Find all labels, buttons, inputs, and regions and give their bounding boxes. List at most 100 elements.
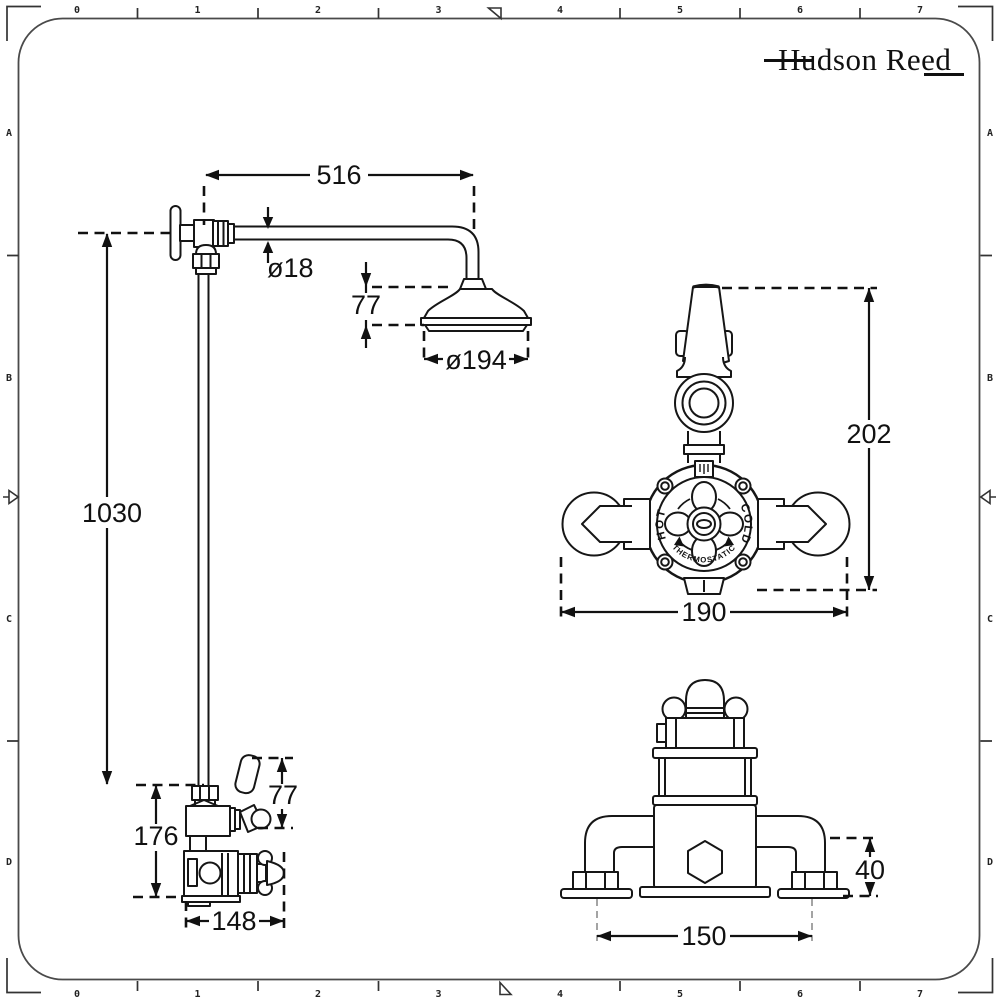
dim-head-diameter: ø194 [445,345,507,375]
left-ruler-letters: A B C D [6,128,12,868]
ruler-label: 4 [557,989,563,1000]
shower-arm-inner [196,238,468,279]
valve-top-view [560,679,850,899]
dial-face [656,476,752,572]
front-dimension-labels: 202 190 [681,419,891,627]
dial-knob [664,481,744,567]
top-dimension-labels: 40 150 [681,855,885,951]
riser-dimension-labels: 516 1030 ø18 77 ø194 77 176 148 [82,160,507,936]
front-dimension-arrows [561,288,875,618]
body-cylinder [658,757,752,797]
corner-mark-top-right [958,5,994,41]
center-mark-top [486,7,502,21]
lever-collar-mid [681,380,727,426]
centering-marks [3,7,996,996]
diverter-lever-ball [250,808,272,830]
top-dimension-knockouts [678,857,889,949]
valve-bottom-cap [683,577,725,595]
dim-valve-width: 148 [211,906,256,936]
ruler-label: 1 [194,989,200,1000]
dim-arm-diameter: ø18 [267,253,314,283]
dim-arm-reach: 516 [316,160,361,190]
ruler-label: B [987,373,993,384]
lever-collar-outer [674,373,734,433]
neck-flange [683,444,725,455]
riser-side-view [169,205,532,907]
wall-plate-right-hub [776,505,827,543]
dim-flange-depth: 40 [855,855,885,885]
upper-flange [652,747,758,759]
top-dimension-arrows [597,838,876,942]
ruler-label: 4 [557,5,563,16]
backplate-screws [656,477,752,571]
diverter-body [185,805,231,837]
top-dimension-dashes-gray [596,899,813,941]
dim-rail-height: 1030 [82,498,142,528]
riser-top-nut [192,253,220,275]
ruler-label: D [6,857,12,868]
front-dimension-knockouts [678,420,894,625]
ruler-label: 2 [315,989,321,1000]
sheet-border [17,17,981,981]
wall-flange-left [560,888,633,899]
ruler-label: 0 [74,5,80,16]
arm-connector [179,224,195,242]
riser-dimension-dashes [78,186,530,929]
shower-arm-outer [196,225,480,279]
ruler-label: A [6,128,12,139]
top-ruler-numbers: 0 1 2 3 4 5 6 7 [74,5,923,16]
center-mark-left [3,488,20,506]
base-plate-center [639,886,771,898]
inlet-elbow-right [756,815,826,873]
riser-dimension-arrows [101,169,528,927]
ruler-label: 3 [435,989,441,1000]
center-hex-nut [687,840,723,884]
ruler-label: B [6,373,12,384]
dim-overall-width: 190 [681,597,726,627]
lower-flange [652,795,758,806]
diverter-ridge [189,799,219,807]
ruler-label: C [987,614,993,625]
ruler-ticks [7,8,992,991]
riser-pipe [197,274,210,786]
corner-mark-bottom-right [958,958,994,994]
ruler-label: 1 [194,5,200,16]
valve-front-view: HOT COLD THERMOSTATIC [561,283,851,595]
ruler-label: 5 [677,5,683,16]
cartridge-block [665,717,745,749]
brand-logo: Hudson Reed [764,42,978,82]
inlet-elbow-left [584,815,654,873]
front-dimension-dashes [559,286,877,618]
bottom-ruler-numbers: 0 1 2 3 4 5 6 7 [74,989,923,1000]
front-lever-grip [682,286,730,366]
ruler-label: C [6,614,12,625]
lever-collar-inner [688,387,720,419]
dim-handle-height: 77 [268,780,298,810]
side-handwheel-dome [266,860,285,886]
supply-nut-left [572,871,619,890]
ruler-label: 3 [435,5,441,16]
ruler-label: 7 [917,989,923,1000]
ruler-label: A [987,128,993,139]
ruler-label: 0 [74,989,80,1000]
dim-valve-height: 176 [133,821,178,851]
riser-dimension-knockouts [84,161,509,935]
cartridge-tab [656,723,667,743]
wall-plate-left-hub [581,505,632,543]
logo-dash-stroke [764,59,812,62]
ruler-label: 6 [797,989,803,1000]
ruler-label: D [987,857,993,868]
shower-head [420,278,532,332]
ruler-label: 5 [677,989,683,1000]
riser-dome [195,244,217,255]
corner-mark-top-left [6,5,41,41]
supply-nut-right [791,871,838,890]
ruler-label: 7 [917,5,923,16]
dim-inlet-centres: 150 [681,921,726,951]
arm-nut [212,220,235,247]
dim-overall-height: 202 [846,419,891,449]
corner-mark-bottom-left [6,958,41,994]
dial-hot-label: HOT [654,507,669,541]
logo-underscore-stroke [924,73,964,76]
